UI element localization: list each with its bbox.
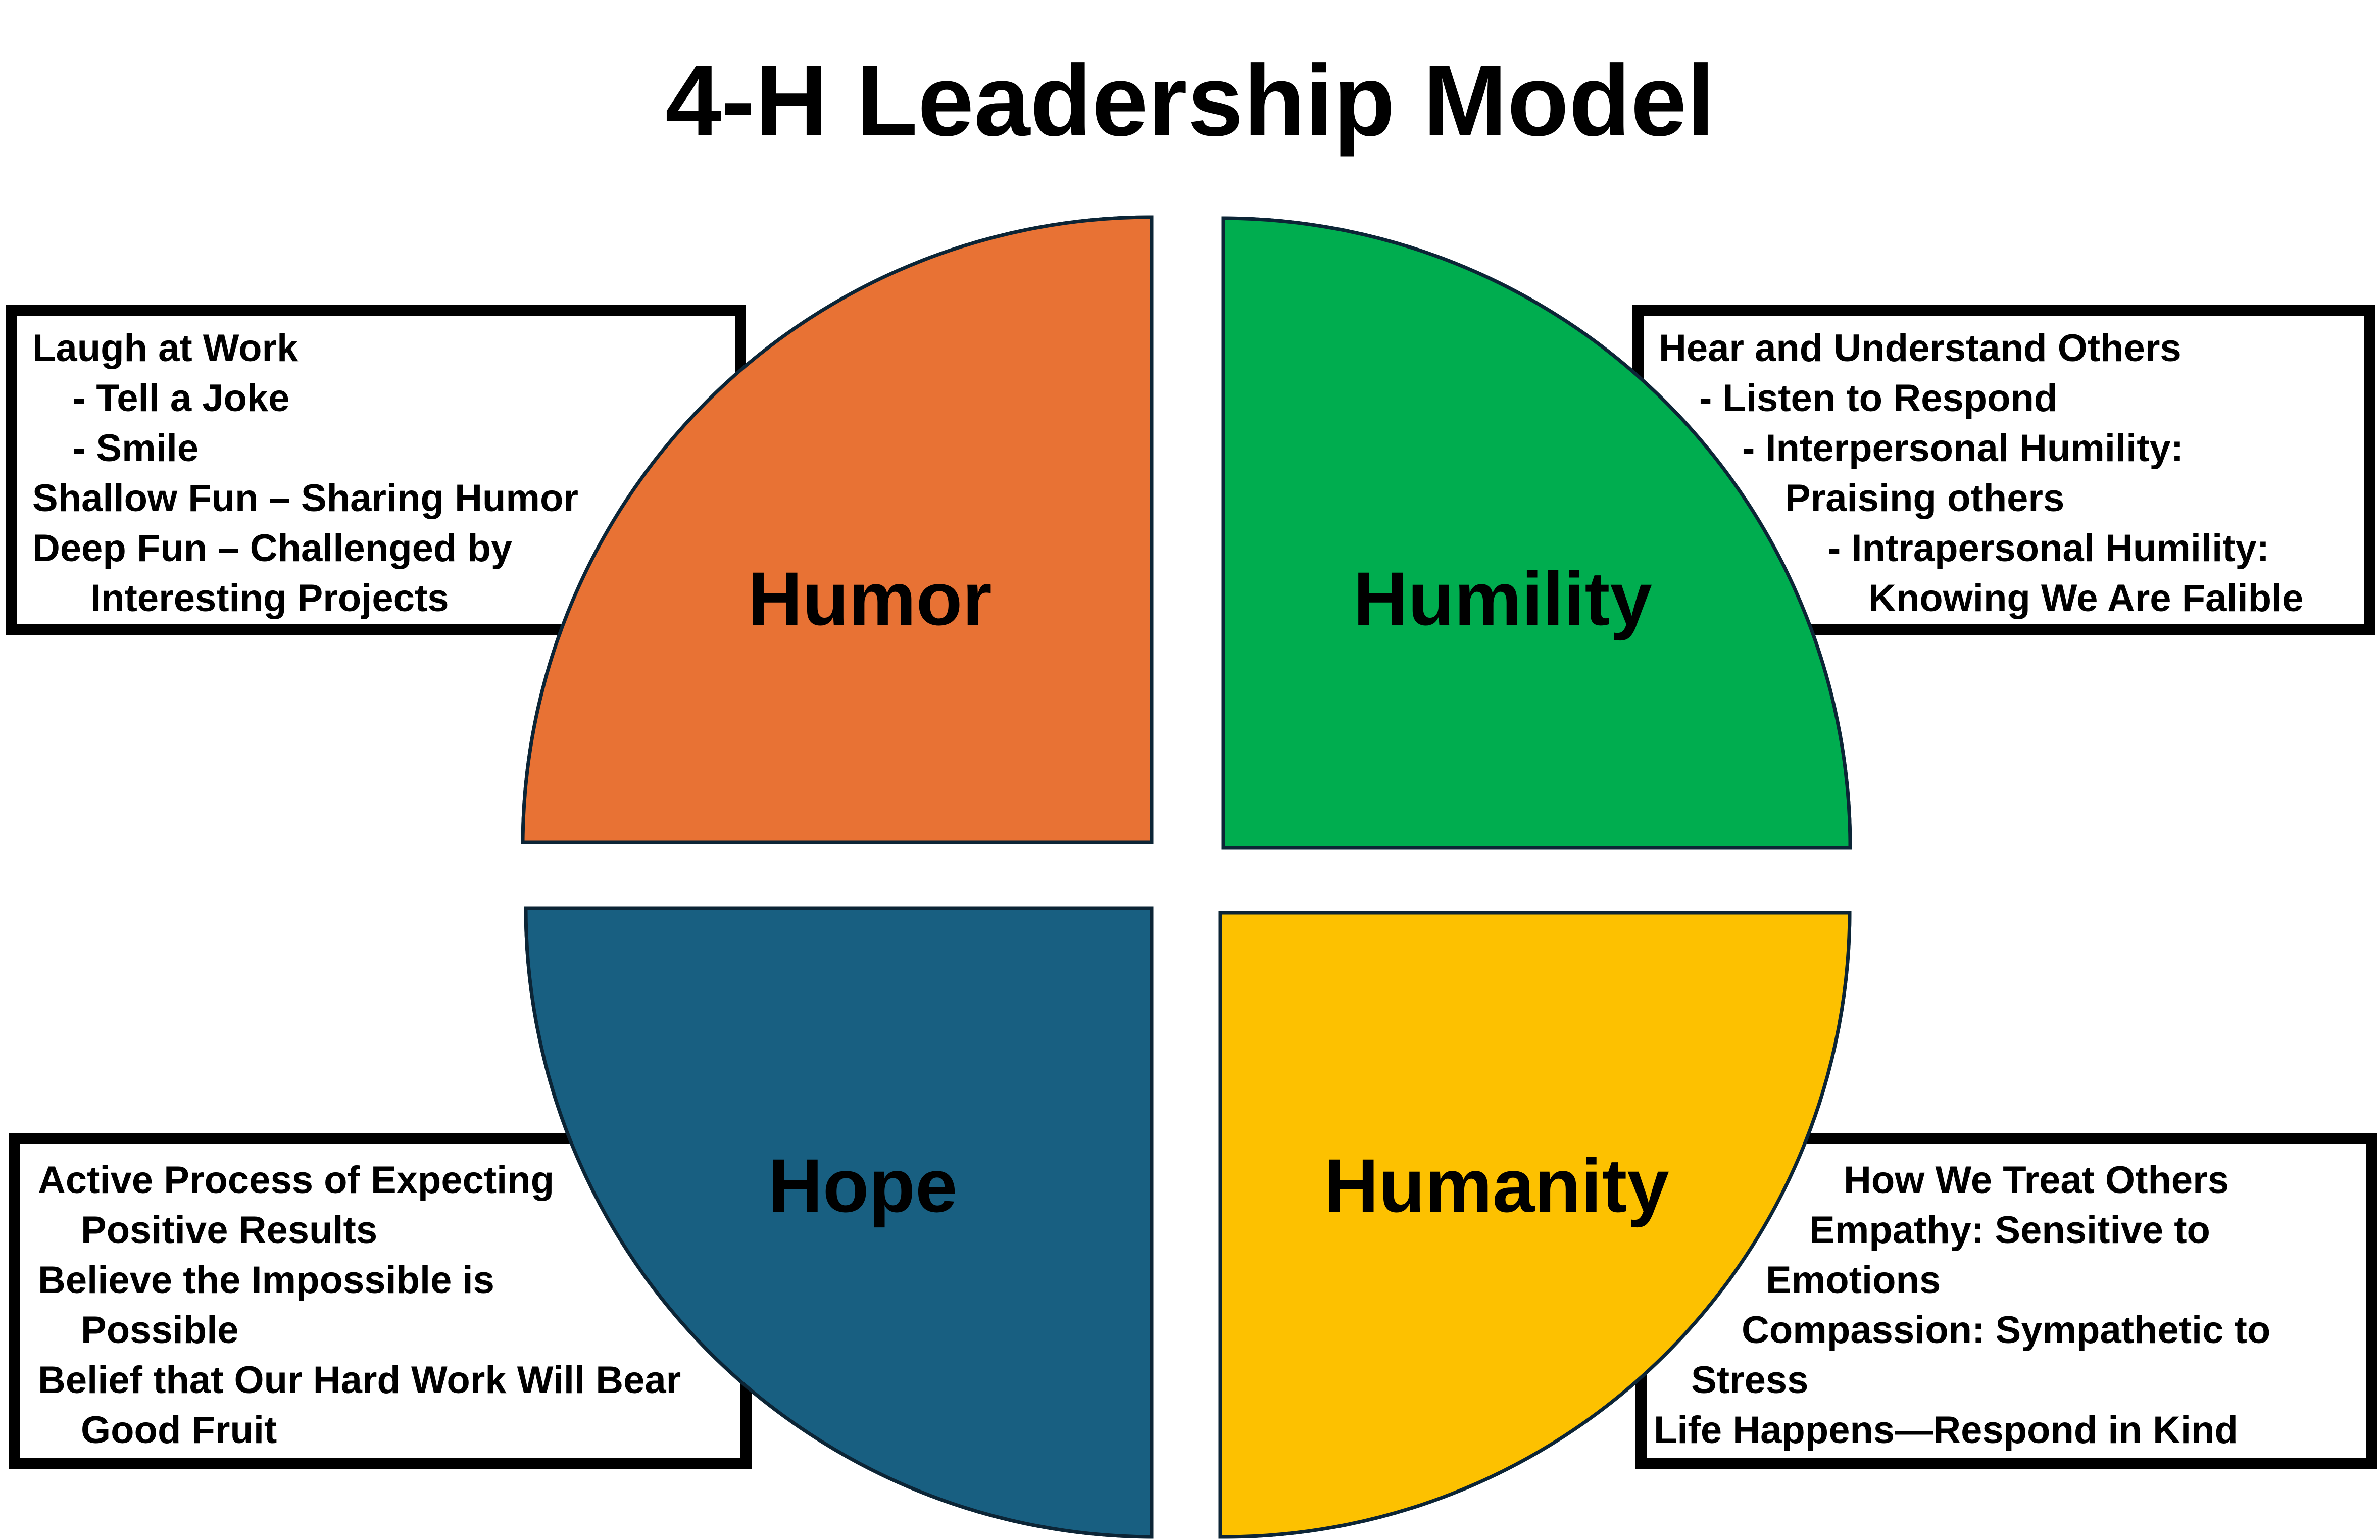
humanity-line: How We Treat Others	[1844, 1159, 2229, 1202]
humility-line: Knowing We Are Falible	[1868, 577, 2304, 620]
humanity-line: Compassion: Sympathetic to	[1742, 1309, 2271, 1352]
humanity-line: Life Happens—Respond in Kind	[1654, 1409, 2238, 1452]
humanity-label: Humanity	[1324, 1143, 1669, 1228]
humor-line: - Smile	[73, 427, 199, 470]
humility-line: - Listen to Respond	[1699, 377, 2058, 420]
hope-line: Active Process of Expecting	[38, 1159, 555, 1202]
hope-label: Hope	[768, 1143, 958, 1228]
humility-line: Praising others	[1785, 477, 2065, 520]
humility-line: Hear and Understand Others	[1659, 327, 2181, 370]
humility-label: Humility	[1353, 556, 1652, 641]
page-title: 4-H Leadership Model	[665, 44, 1715, 157]
humility-line: - Interpersonal Humility:	[1742, 427, 2184, 470]
hope-line: Positive Results	[81, 1209, 378, 1252]
humility-line: - Intrapersonal Humility:	[1828, 527, 2270, 570]
hope-line: Good Fruit	[81, 1409, 277, 1452]
humor-line: - Tell a Joke	[73, 377, 290, 420]
humanity-line: Emotions	[1766, 1259, 1941, 1302]
hope-line: Possible	[81, 1309, 239, 1352]
humanity-line: Empathy: Sensitive to	[1809, 1209, 2210, 1252]
humor-line: Laugh at Work	[32, 327, 299, 370]
hope-line: Belief that Our Hard Work Will Bear	[38, 1359, 681, 1402]
humor-line: Deep Fun – Challenged by	[32, 527, 513, 570]
humor-label: Humor	[748, 556, 992, 641]
humor-line: Interesting Projects	[90, 577, 449, 620]
humanity-line: Stress	[1691, 1359, 1809, 1402]
humor-line: Shallow Fun – Sharing Humor	[32, 477, 578, 520]
humor-description-box: Laugh at Work - Tell a Joke - Smile Shal…	[6, 305, 746, 635]
hope-line: Believe the Impossible is	[38, 1259, 494, 1302]
